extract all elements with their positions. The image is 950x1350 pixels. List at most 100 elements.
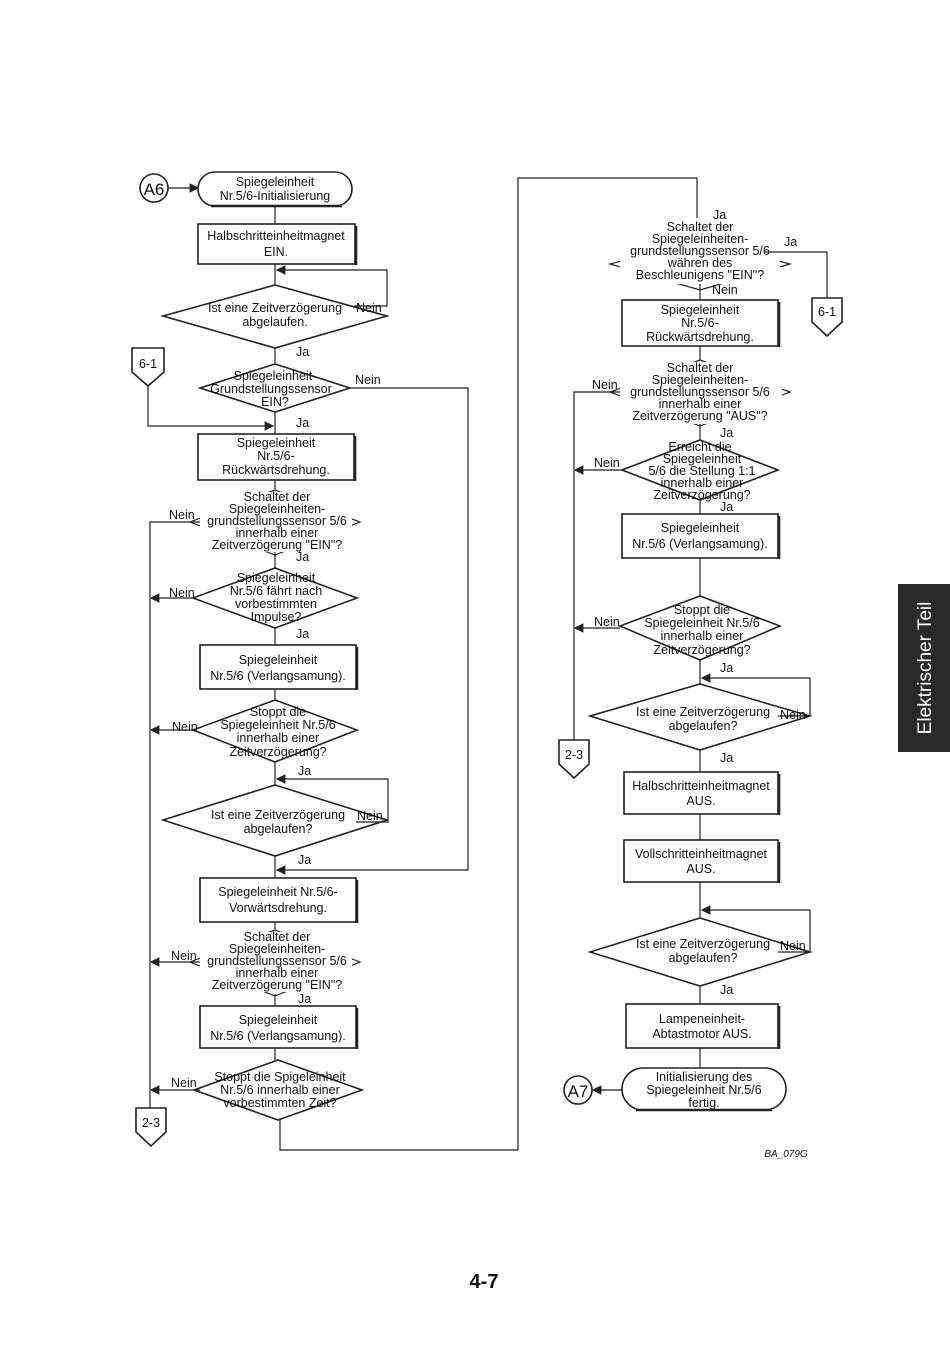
- sensor-switch2-line-4: innerhalb einer: [236, 966, 319, 980]
- page-number: 4-7: [470, 1271, 499, 1293]
- sensor-switch2-line-3: grundstellungssensor 5/6: [207, 954, 347, 968]
- lamp-off-box: [625, 1003, 779, 1049]
- delay1-ja: Ja: [296, 345, 309, 359]
- sensor-on-nein: Nein: [355, 373, 381, 387]
- delay1-line-1: Ist eine Zeitverzögerung: [208, 301, 342, 315]
- a7-connector: [563, 1075, 593, 1105]
- end-line-3: fertig.: [688, 1096, 719, 1110]
- stops1-nein: Nein: [172, 720, 198, 734]
- half-off-line-1: Halbschritteinheitmagnet: [632, 779, 770, 793]
- slowdown2-line-2: Nr.5/6 (Verlangsamung).: [210, 1029, 346, 1043]
- delay1-loop: [275, 265, 388, 307]
- stops1-line-2: Spiegeleinheit Nr.5/6: [220, 718, 335, 732]
- right-delay2-ja: Ja: [720, 983, 733, 997]
- right-delay1-ja: Ja: [720, 751, 733, 765]
- accel-line-3: grundstellungssensor 5/6: [630, 244, 770, 258]
- sensor-switch2-ja: Ja: [298, 992, 311, 1006]
- sensor-on-ja: Ja: [296, 416, 309, 430]
- end-line-2: Spiegeleinheit Nr.5/6: [646, 1083, 761, 1097]
- a6-label: A6: [144, 180, 165, 199]
- delay1-nein: Nein: [356, 301, 382, 315]
- pulses-line-3: vorbestimmten: [235, 597, 317, 611]
- right-delay1-line-1: Ist eine Zeitverzögerung: [636, 705, 770, 719]
- right-stops-line-3: innerhalb einer: [661, 629, 744, 643]
- delay1-line-2: abgelaufen.: [242, 315, 307, 329]
- slowdown2-line-1: Spiegeleinheit: [239, 1013, 318, 1027]
- lamp-off-line-2: Abtastmotor AUS.: [652, 1027, 751, 1041]
- sensor-on-line-1: Spiegeleinheit-: [234, 369, 317, 383]
- stops2-line-1: Stoppt die Spigeleinheit: [214, 1070, 346, 1084]
- sensor-aus-line-1: Schaltet der: [667, 361, 734, 375]
- stops1-line-3: innerhalb einer: [237, 731, 320, 745]
- pulses-ja: Ja: [296, 627, 309, 641]
- slowdown1-box: [199, 644, 357, 690]
- sensor-switch-line-4: innerhalb einer: [236, 526, 319, 540]
- pulses-line-2: Nr.5/6 fährt nach: [230, 584, 322, 598]
- magnet-on-line-1: Halbschritteinheitmagnet: [207, 229, 345, 243]
- position-nein: Nein: [594, 456, 620, 470]
- c61-left-connector: [131, 347, 165, 388]
- sensor-switch-line-3: grundstellungssensor 5/6: [207, 514, 347, 528]
- right-stops-line-2: Spiegeleinheit Nr.5/6: [644, 616, 759, 630]
- pulses-line-1: Spiegeleinheit: [237, 571, 316, 585]
- stops2-diamond: [191, 1059, 365, 1121]
- start-line-1: Spiegeleinheit: [236, 175, 315, 189]
- side-tab-label: Elektrischer Teil: [915, 602, 936, 735]
- a7-label: A7: [568, 1082, 589, 1101]
- accel-ja: Ja: [784, 235, 797, 249]
- sensor-switch2-line-5: Zeitverzögerung "EIN"?: [212, 978, 343, 992]
- position-line-4: innerhalb einer: [661, 476, 744, 490]
- right-delay2-nein: Nein: [780, 939, 806, 953]
- right-delay2-line-1: Ist eine Zeitverzögerung: [636, 937, 770, 951]
- sensor-switch2-line-1: Schaltet der: [244, 930, 311, 944]
- position-line-2: Spiegeleinheit: [663, 452, 742, 466]
- position-line-1: Erreicht die: [668, 440, 731, 454]
- sensor-aus-line-5: Zeitverzögerung "AUS"?: [632, 409, 767, 423]
- right-slowdown-line-1: Spiegeleinheit: [661, 521, 740, 535]
- right-reverse-line-1: Spiegeleinheit: [661, 303, 740, 317]
- full-off-line-1: Vollschritteinheitmagnet: [635, 847, 768, 861]
- side-tab: [898, 584, 950, 752]
- accel-ja-top: Ja: [713, 208, 726, 222]
- lamp-off-line-1: Lampeneinheit-: [659, 1012, 745, 1026]
- bridge-path: [279, 177, 698, 1151]
- c61-left-label: 6-1: [139, 357, 157, 371]
- c61-right-connector: [811, 297, 843, 338]
- position-line-3: 5/6 die Stellung 1:1: [648, 464, 755, 478]
- sensor-switch2-line-2: Spiegeleinheiten-: [229, 942, 326, 956]
- position-line-5: Zeitverzögerung?: [653, 488, 750, 502]
- c23-right-connector: [558, 739, 590, 780]
- right-reverse-line-2: Nr.5/6-: [681, 316, 719, 330]
- stops1-ja: Ja: [298, 764, 311, 778]
- sensor-aus-ja: Ja: [720, 426, 733, 440]
- right-reverse-box: [621, 299, 779, 347]
- left-reverse-line-1: Spiegeleinheit: [237, 436, 316, 450]
- position-ja: Ja: [720, 500, 733, 514]
- delay2-ja: Ja: [298, 853, 311, 867]
- sensor-switch2-nein: Nein: [171, 949, 197, 963]
- half-off-box: [623, 771, 779, 815]
- sensor-on-nein-path: [275, 387, 469, 875]
- accel-line-4: währen des: [667, 256, 733, 270]
- right-stops-line-4: Zeitverzögerung?: [653, 643, 750, 657]
- forward-line-2: Vorwärtsdrehung.: [229, 901, 327, 915]
- half-off-line-2: AUS.: [686, 794, 715, 808]
- c23-left-bottom-label: 2-3: [142, 1116, 160, 1130]
- sensor-on-line-2: Grundstellungssensor: [210, 382, 332, 396]
- stops2-nein: Nein: [171, 1076, 197, 1090]
- right-delay1-nein: Nein: [780, 708, 806, 722]
- delay2-nein: Nein: [357, 809, 383, 823]
- full-off-line-2: AUS.: [686, 862, 715, 876]
- right-reverse-line-3: Rückwärtsdrehung.: [646, 330, 754, 344]
- c61-right-label: 6-1: [818, 305, 836, 319]
- sensor-switch-line-2: Spiegeleinheiten-: [229, 502, 326, 516]
- accel-line-1: Schaltet der: [667, 220, 734, 234]
- stops1-line-4: Zeitverzögerung?: [229, 745, 326, 759]
- left-reverse-line-3: Rückwärtsdrehung.: [222, 463, 330, 477]
- stops1-line-1: Stoppt die: [250, 705, 306, 719]
- sensor-aus-nein: Nein: [592, 378, 618, 392]
- right-nein-trunk: [573, 391, 620, 740]
- accel-line-2: Spiegeleinheiten-: [652, 232, 749, 246]
- c61-left-path: [147, 386, 275, 431]
